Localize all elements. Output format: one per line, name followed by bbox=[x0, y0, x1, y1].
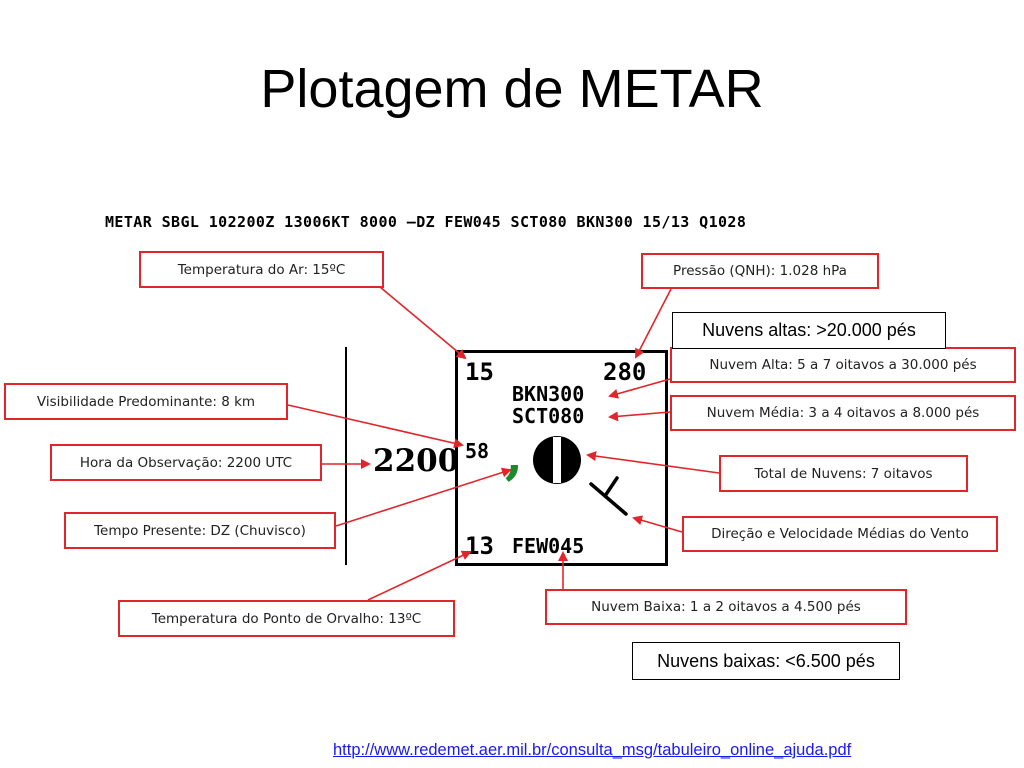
metar-code: METAR SBGL 102200Z 13006KT 8000 –DZ FEW0… bbox=[105, 213, 747, 231]
source-link[interactable]: http://www.redemet.aer.mil.br/consulta_m… bbox=[333, 741, 852, 759]
label-vento: Direção e Velocidade Médias do Vento bbox=[682, 516, 998, 552]
station-visibility: 58 bbox=[465, 439, 490, 463]
label-total-nuvens: Total de Nuvens: 7 oitavos bbox=[719, 455, 968, 492]
cloud-cover-7-oktas-icon bbox=[533, 436, 581, 484]
wind-barb-icon bbox=[589, 476, 628, 516]
arrow-tempo-presente bbox=[335, 467, 512, 527]
label-nuvem-baixa: Nuvem Baixa: 1 a 2 oitavos a 4.500 pés bbox=[545, 589, 907, 625]
note-nuvens-altas: Nuvens altas: >20.000 pés bbox=[672, 312, 946, 349]
arrow-vento bbox=[632, 515, 683, 533]
station-temperature: 15 bbox=[465, 358, 494, 386]
note-nuvens-baixas: Nuvens baixas: <6.500 pés bbox=[632, 642, 900, 680]
label-visibilidade: Visibilidade Predominante: 8 km bbox=[4, 383, 288, 420]
arrow-temperatura-ar bbox=[379, 286, 467, 360]
station-pressure: 280 bbox=[603, 358, 647, 386]
label-hora: Hora da Observação: 2200 UTC bbox=[50, 444, 322, 481]
label-pressao: Pressão (QNH): 1.028 hPa bbox=[641, 253, 879, 289]
station-mid-cloud: SCT080 bbox=[512, 404, 585, 428]
separator-line bbox=[345, 347, 347, 565]
arrow-total-nuvens bbox=[586, 451, 720, 474]
arrow-visibilidade bbox=[287, 404, 464, 449]
label-temperatura-ar: Temperatura do Ar: 15ºC bbox=[139, 251, 384, 288]
arrow-nuvem-alta bbox=[608, 378, 671, 399]
label-nuvem-media: Nuvem Média: 3 a 4 oitavos a 8.000 pés bbox=[670, 395, 1016, 431]
arrow-pressao bbox=[635, 288, 672, 359]
arrow-nuvem-media bbox=[608, 411, 671, 422]
arrow-ponto-orvalho bbox=[367, 550, 472, 601]
label-nuvem-alta: Nuvem Alta: 5 a 7 oitavos a 30.000 pés bbox=[670, 347, 1016, 383]
label-ponto-orvalho: Temperatura do Ponto de Orvalho: 13ºC bbox=[118, 600, 455, 637]
label-tempo-presente: Tempo Presente: DZ (Chuvisco) bbox=[64, 512, 336, 549]
station-time: 2200 bbox=[373, 443, 460, 479]
page-title: Plotagem de METAR bbox=[260, 59, 764, 119]
station-model-frame bbox=[455, 350, 668, 566]
station-high-cloud: BKN300 bbox=[512, 382, 585, 406]
